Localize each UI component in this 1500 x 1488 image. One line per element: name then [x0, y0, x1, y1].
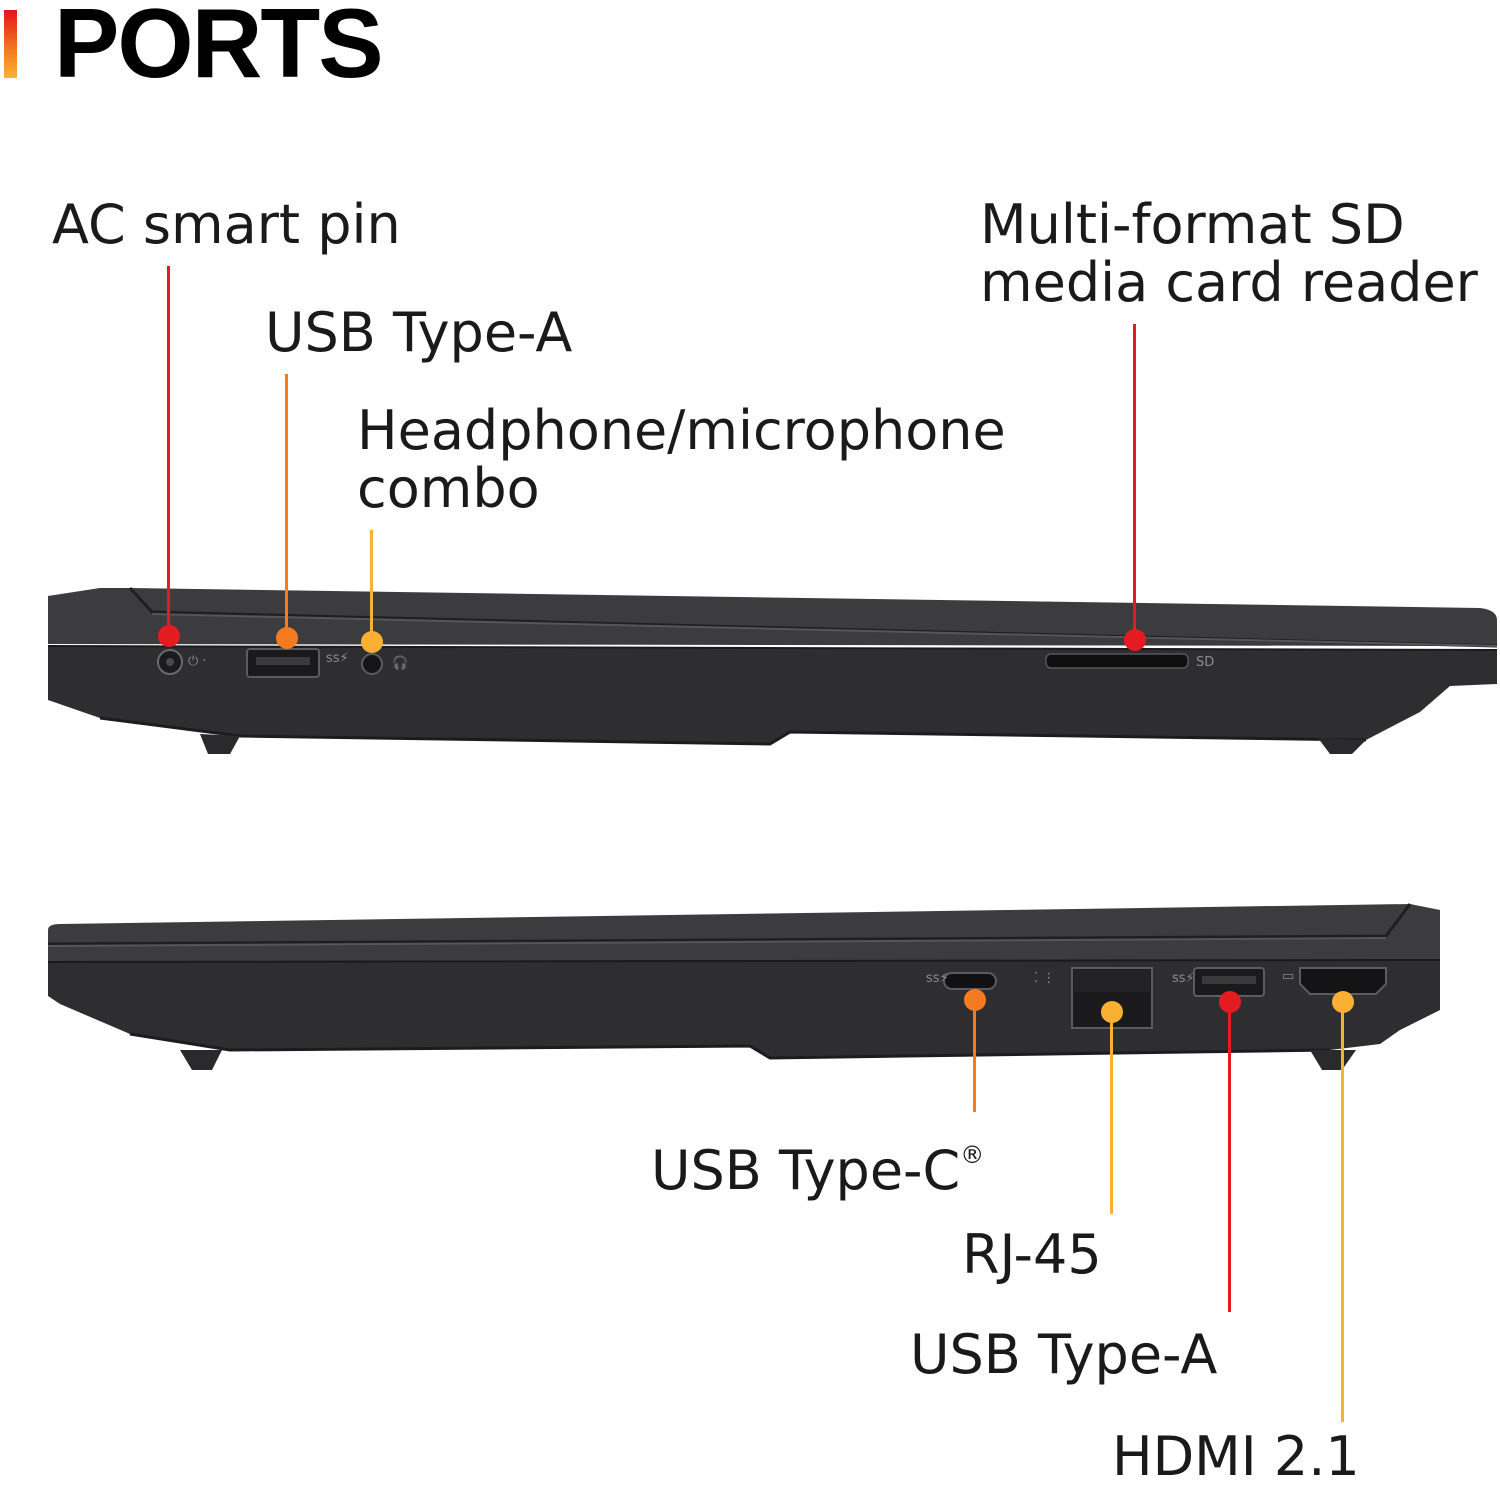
- usb-a-right-callout-line: [1228, 1002, 1231, 1312]
- rj45-callout-line: [1110, 1012, 1113, 1214]
- sd-reader-label-line1: Multi-format SD: [980, 193, 1405, 256]
- audio-jack-label-line2: combo: [357, 457, 540, 520]
- usb-type-c-label: USB Type-C®: [651, 1139, 985, 1202]
- power-icon: ⏻ ·: [188, 654, 207, 669]
- sd-callout-dot: [1124, 629, 1146, 651]
- sd-marking: SD: [1196, 655, 1215, 670]
- page-title: PORTS: [54, 0, 384, 98]
- sd-callout-line: [1133, 324, 1136, 640]
- superspeed-usb-c-icon: ss⚡: [926, 971, 949, 986]
- usb-c-callout-line: [973, 1000, 976, 1112]
- laptop-right-side: [47, 903, 1441, 1070]
- audio-callout-dot: [361, 631, 383, 653]
- sd-reader-label-line2: media card reader: [980, 251, 1478, 314]
- hdmi-callout-line: [1341, 1002, 1344, 1422]
- rj45-label: RJ-45: [962, 1223, 1102, 1286]
- superspeed-usb-icon-right: ss⚡: [1172, 971, 1195, 986]
- audio-callout-line: [370, 530, 373, 642]
- superspeed-usb-icon: ss⚡: [326, 651, 349, 666]
- usb-type-a-right-label: USB Type-A: [910, 1323, 1218, 1386]
- title-accent-bar: [4, 10, 17, 78]
- registered-mark: ®: [960, 1141, 985, 1169]
- headphone-icon: 🎧: [392, 656, 409, 671]
- hdmi-label: HDMI 2.1: [1112, 1425, 1360, 1488]
- usb-a-left-callout-line: [285, 374, 288, 638]
- usb-a-left-callout-dot: [276, 627, 298, 649]
- audio-jack-label-line1: Headphone/microphone: [357, 399, 1006, 462]
- hdmi-icon: ▭: [1282, 969, 1295, 984]
- ac-smart-pin-label: AC smart pin: [52, 193, 401, 256]
- usb-type-a-left-label: USB Type-A: [265, 301, 573, 364]
- laptop-left-side: [47, 586, 1498, 754]
- ac-callout-line: [167, 266, 170, 636]
- ethernet-icon: ⁚ ⋮: [1034, 971, 1056, 986]
- ac-callout-dot: [158, 625, 180, 647]
